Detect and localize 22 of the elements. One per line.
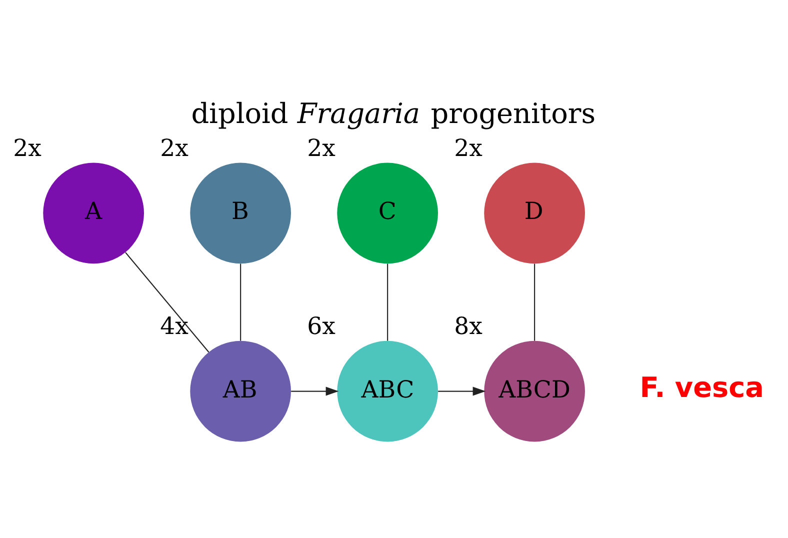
node-label: 2x	[13, 133, 42, 162]
node-circle: D	[484, 162, 585, 264]
diagram-title: diploid Fragaria progenitors	[191, 96, 596, 130]
node-circle: B	[190, 162, 291, 264]
node-circle: A	[43, 162, 144, 264]
arrow	[291, 386, 339, 396]
node-circle: ABCD	[484, 340, 585, 442]
node-label: 6x	[307, 311, 336, 340]
node-circle: ABC	[337, 340, 438, 442]
connector	[240, 263, 242, 340]
node-label: 2x	[307, 133, 336, 162]
node-label: 2x	[160, 133, 188, 162]
node-circle: C	[337, 162, 438, 264]
connector	[125, 252, 210, 352]
connector	[534, 263, 536, 340]
connector	[387, 263, 388, 340]
node-circle: AB	[190, 340, 291, 442]
node-label: 4x	[160, 311, 188, 340]
node-label: 8x	[454, 311, 482, 340]
label: F. vesca	[640, 370, 764, 404]
arrow	[438, 386, 486, 396]
node-label: 2x	[454, 133, 482, 162]
